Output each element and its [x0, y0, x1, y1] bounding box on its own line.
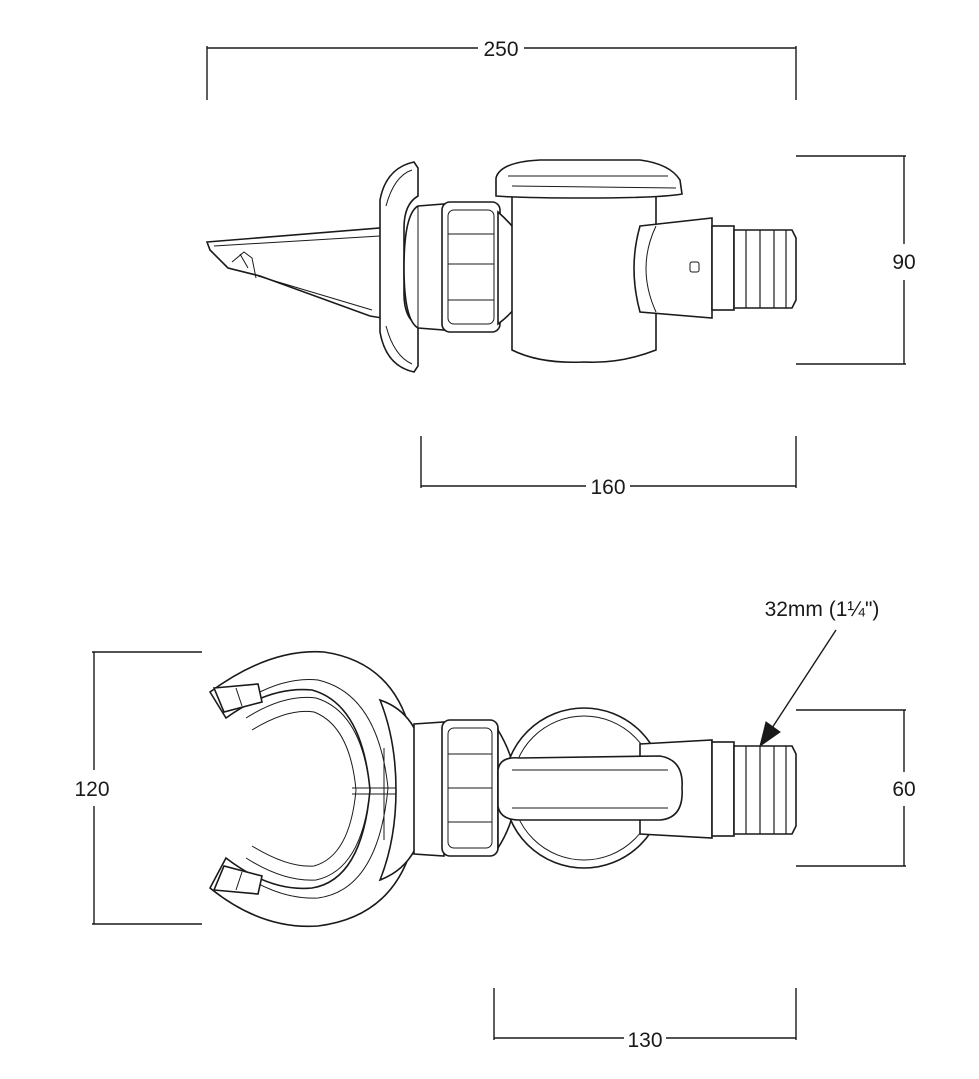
dimension-outlet-height: 60: [796, 709, 916, 867]
dimension-label-60: 60: [892, 778, 915, 801]
side-elevation-view: 250 90 160: [205, 38, 916, 499]
plan-coupling-nut: [441, 719, 499, 857]
dimension-label-130: 130: [627, 1029, 662, 1052]
hose-tail-plan: [711, 741, 797, 837]
clamp-jaw: [205, 227, 387, 319]
dimension-label-250: 250: [483, 38, 518, 61]
dimension-label-90: 90: [892, 251, 915, 274]
dimension-label-120: 120: [74, 778, 109, 801]
plan-view: 32mm (1¼") 120 60 130: [74, 598, 915, 1052]
dimension-label-160: 160: [590, 476, 625, 499]
dimension-overall-width: 250: [206, 38, 797, 100]
connector-collar: [403, 203, 445, 331]
hose-tail-side: [711, 225, 797, 311]
c-clamp: [208, 650, 427, 928]
outlet-size-callout: 32mm (1¼"): [759, 598, 880, 748]
plan-valve-body: [497, 707, 713, 869]
dimension-side-height: 90: [796, 155, 916, 365]
flange-plate: [379, 161, 419, 373]
valve-body: [495, 159, 713, 364]
dimension-plan-body-width: 130: [493, 988, 797, 1052]
outlet-size-label: 32mm (1¼"): [765, 598, 880, 621]
dimension-side-body-width: 160: [420, 436, 797, 499]
coupling-nut: [441, 201, 501, 333]
plan-collar: [413, 721, 445, 857]
dimension-plan-height: 120: [74, 651, 202, 925]
